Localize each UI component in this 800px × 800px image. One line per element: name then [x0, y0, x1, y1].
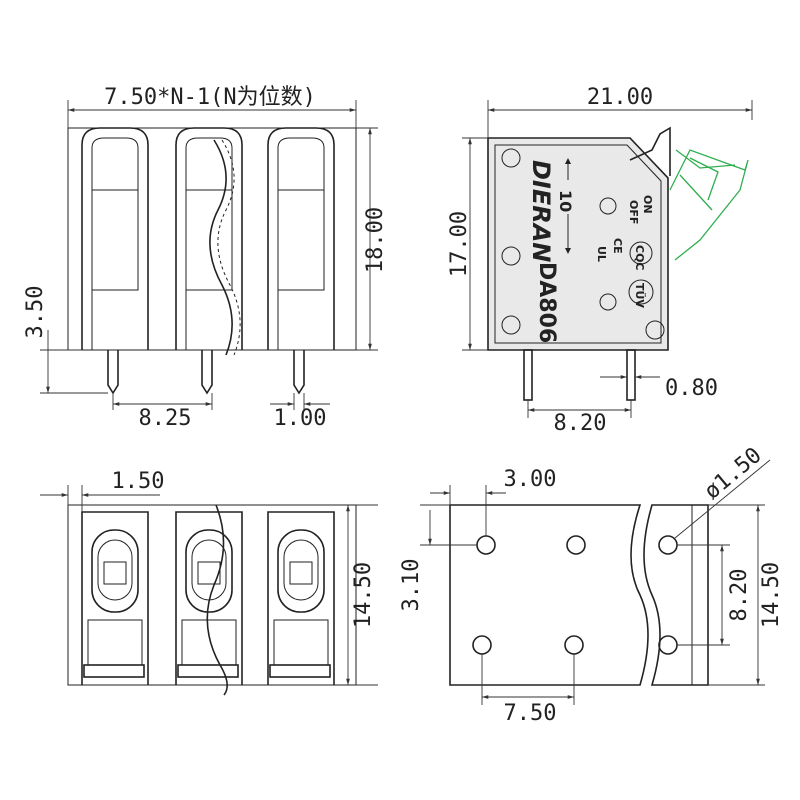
cqc-mark: CQC [633, 245, 646, 271]
top-slot-label: 1.50 [112, 469, 165, 494]
top-pole-1 [81, 511, 149, 685]
front-body-outline [67, 127, 357, 351]
side-pin-thickness-label: 0.80 [665, 376, 718, 401]
top-pole-2 [175, 511, 243, 685]
top-break-line [206, 504, 228, 696]
pcb-hole [564, 635, 584, 655]
front-width-label: 7.50*N-1(N为位数) [104, 85, 316, 110]
front-pin-2 [201, 350, 213, 395]
ul-mark: UL [595, 246, 608, 262]
side-hole [501, 246, 521, 266]
green-lever-open [669, 149, 749, 261]
bottom-hole-x-label: 3.00 [504, 467, 557, 492]
top-body-outline [67, 504, 357, 686]
side-hole [645, 320, 665, 340]
ce-mark: CE [611, 238, 624, 254]
pcb-hole [658, 535, 678, 555]
front-pole-3 [267, 127, 335, 350]
bottom-view: 3.00 3.10 ø1.50 8.20 14.50 7.50 [399, 443, 784, 726]
front-pin-1 [107, 350, 119, 395]
side-pin-1 [523, 349, 533, 401]
off-mark: OFF [627, 200, 640, 224]
bottom-hole-spacing-h-label: 7.50 [504, 701, 557, 726]
wire-size-mark: 10 [556, 190, 575, 212]
bottom-hole-diameter-label: ø1.50 [700, 443, 767, 505]
side-pin-spacing-label: 8.20 [554, 411, 607, 436]
pcb-hole [476, 535, 496, 555]
cqc-mark-icon [629, 241, 653, 265]
side-hole [501, 148, 521, 168]
top-depth-label: 14.50 [351, 562, 376, 628]
side-view: DIERAN DA806 10 ON OFF CQC TÜV CE UL 21.… [447, 85, 753, 436]
side-width-label: 21.00 [587, 85, 653, 110]
front-pin-width-label: 1.00 [274, 406, 327, 431]
side-height-label: 17.00 [447, 211, 472, 277]
side-pin-2 [626, 349, 636, 401]
on-mark: ON [641, 195, 654, 214]
brand-mark: DIERAN [527, 160, 555, 262]
side-hole [599, 293, 617, 311]
front-pin-3 [293, 350, 305, 395]
pcb-hole [566, 535, 586, 555]
pcb-hole [658, 635, 678, 655]
tuv-mark-icon [628, 279, 654, 305]
front-height-label: 18.00 [363, 207, 388, 273]
side-hole [599, 197, 617, 215]
bottom-hole-y-label: 3.10 [399, 559, 424, 612]
bottom-hole-spacing-v-label: 8.20 [727, 569, 752, 622]
top-pole-3 [267, 511, 335, 685]
pcb-hole [472, 635, 492, 655]
bottom-depth-label: 14.50 [759, 562, 784, 628]
bottom-body-right [643, 504, 709, 686]
model-mark: DA806 [534, 262, 559, 343]
front-break-line [209, 139, 233, 356]
tuv-mark: TÜV [633, 283, 647, 308]
side-lever [629, 126, 671, 176]
front-view: 7.50*N-1(N为位数) 18.00 3.50 8.25 1.00 [23, 85, 388, 431]
side-body [487, 137, 669, 351]
bottom-body-left [449, 504, 649, 686]
front-pole-1 [81, 127, 149, 350]
front-pin-length-label: 3.50 [23, 286, 48, 339]
front-pitch-label: 8.25 [139, 406, 192, 431]
top-view: 1.50 14.50 [40, 469, 378, 696]
side-hole [501, 315, 521, 335]
